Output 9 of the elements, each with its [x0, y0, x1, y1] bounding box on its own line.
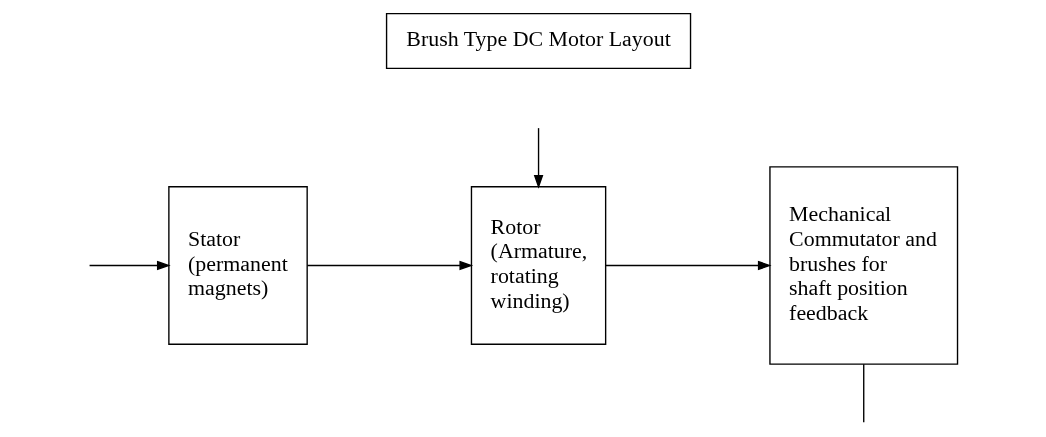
node-box: Rotor (Armature, rotating winding) — [470, 186, 607, 345]
node-box: Brush Type DC Motor Layout — [385, 12, 692, 69]
connector — [863, 363, 865, 423]
arrow — [88, 260, 171, 271]
node-box: Mechanical Commutator and brushes for shaft position feedback — [769, 166, 959, 365]
arrow — [533, 127, 544, 189]
arrow — [306, 260, 474, 271]
node-box: Stator (permanent magnets) — [168, 186, 308, 345]
arrow — [605, 260, 772, 271]
